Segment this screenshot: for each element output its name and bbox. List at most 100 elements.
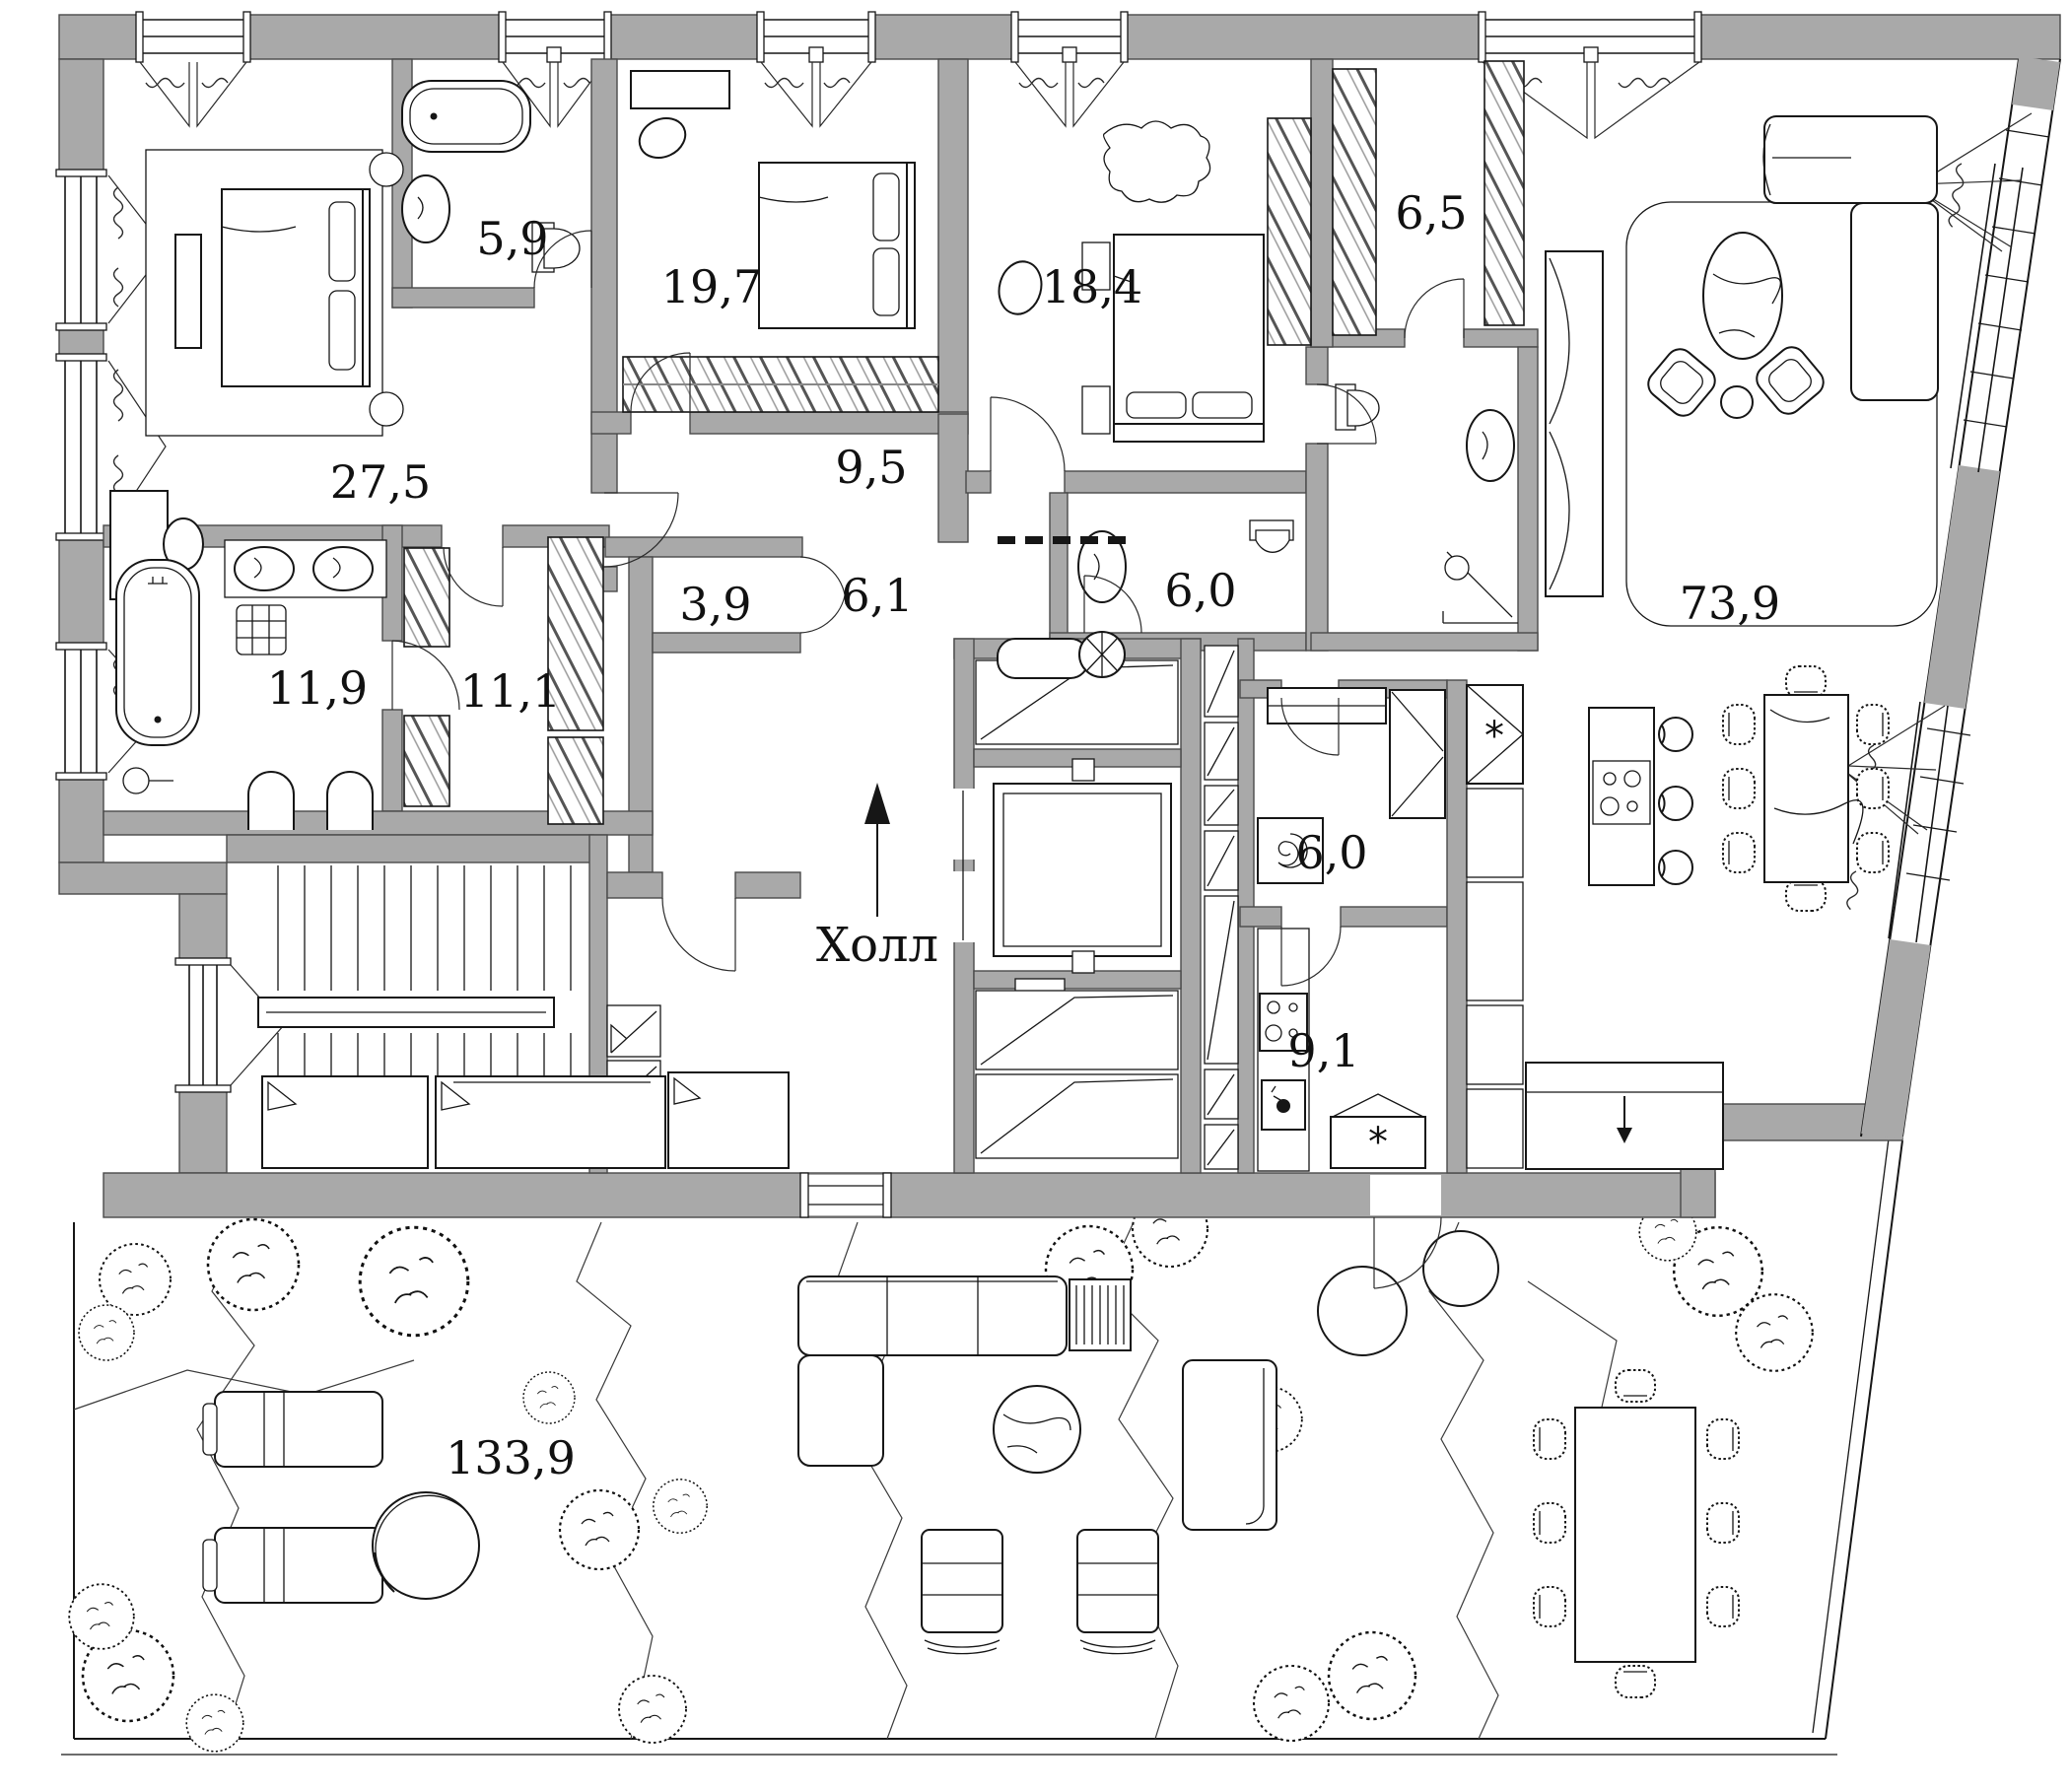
cabinet	[261, 1075, 429, 1169]
exterior-wall-bottom	[103, 1172, 1716, 1218]
toilet	[531, 222, 581, 273]
pantry-room	[1257, 687, 1446, 884]
shower-head	[122, 767, 150, 794]
fan-coil	[997, 631, 1126, 679]
double-bed	[221, 188, 371, 387]
wardrobe	[1267, 117, 1312, 346]
sun-lounger	[202, 1527, 383, 1604]
window	[756, 11, 876, 128]
round-lounge-chair	[372, 1491, 480, 1600]
room-area-label: 73,9	[1680, 577, 1780, 630]
terrace-door-threshold	[799, 1172, 892, 1218]
sink	[312, 546, 374, 591]
room-area-label: 9,5	[835, 441, 907, 494]
bathroom-top-fixtures	[401, 80, 581, 273]
room-area-label: 6,0	[1164, 564, 1236, 617]
coffee-table	[1702, 232, 1783, 360]
shelf-grid	[236, 604, 287, 655]
room-area-label: 11,9	[267, 661, 368, 715]
terrace-door	[1370, 1175, 1442, 1289]
toilet	[1249, 519, 1294, 553]
bedroom-2	[622, 70, 939, 413]
guest-bathroom	[1335, 250, 1604, 624]
bedroom-master	[109, 149, 404, 600]
dining-table	[1722, 665, 1890, 912]
room-area-label: 6,5	[1395, 186, 1467, 240]
bench	[174, 234, 202, 349]
duct-cells	[1204, 645, 1239, 1170]
hall-cabinet	[1525, 1062, 1724, 1170]
desk-chair	[638, 117, 687, 159]
bathroom-master-fixtures	[115, 539, 387, 830]
corner-sofa	[1762, 115, 1939, 401]
hall-label: Холл	[816, 918, 938, 973]
outdoor-dining-set	[1533, 1369, 1740, 1698]
sun-lounger	[202, 1391, 383, 1468]
sink	[1077, 530, 1127, 603]
wardrobe	[622, 356, 939, 413]
outdoor-armchair	[921, 1529, 1003, 1655]
bathtub	[115, 559, 200, 746]
wardrobe-top-room	[1332, 60, 1525, 336]
exterior-wall-right-slanted	[1860, 56, 2061, 1140]
windows-left	[55, 169, 285, 1093]
fluffy-rug	[1102, 120, 1211, 203]
terrace	[61, 1137, 1903, 1756]
room-area-label: 18,4	[1042, 260, 1142, 313]
terrace-paving-joints	[73, 1221, 1618, 1740]
room-area-label: 5,9	[476, 212, 548, 265]
bedroom-3	[998, 117, 1312, 443]
washing-machine	[1257, 817, 1324, 884]
entry-cabinet	[667, 1071, 790, 1169]
armchair	[1756, 346, 1825, 415]
room-area-label: 27,5	[330, 455, 431, 509]
room-area-label: 6,0	[1295, 826, 1367, 879]
window	[498, 11, 612, 128]
double-bed	[758, 162, 916, 329]
bathroom-2-fixtures	[1077, 519, 1294, 603]
cabana-seat	[1182, 1359, 1277, 1531]
planter	[1422, 1230, 1499, 1307]
tall-cabinet	[1389, 689, 1446, 819]
terrace-railing	[61, 1137, 1903, 1756]
planter	[1317, 1266, 1408, 1356]
marble-ottoman	[993, 1385, 1081, 1474]
toilet	[326, 771, 374, 830]
wardrobe-master-room	[403, 536, 604, 825]
room-area-label: 9,1	[1287, 1024, 1359, 1077]
curtain-squiggles	[145, 77, 1671, 89]
living-room-furniture	[1588, 115, 1939, 912]
nightstand	[369, 391, 404, 427]
desk	[630, 70, 730, 109]
sink	[1466, 409, 1515, 482]
window	[55, 169, 167, 331]
window	[135, 11, 251, 128]
curved-closet	[1545, 250, 1604, 597]
window	[55, 642, 165, 781]
nightstand	[1081, 385, 1111, 435]
appliance-mark: *	[1484, 714, 1504, 759]
nightstand	[1081, 241, 1111, 291]
sink	[401, 174, 450, 243]
kitchen-island	[1588, 707, 1693, 886]
armchair	[1647, 348, 1716, 417]
hob	[1259, 993, 1308, 1052]
exterior-wall-step	[58, 862, 228, 895]
kitchen-sink	[1261, 1079, 1306, 1131]
entrance-arrow	[864, 783, 890, 917]
door-swings	[391, 230, 1465, 987]
kitchen-room: *	[1257, 928, 1426, 1172]
kitchen-cabinet-column: *	[1466, 684, 1524, 1169]
nightstand	[369, 152, 404, 187]
outdoor-sofa	[797, 1275, 1068, 1467]
hall-extras	[864, 536, 1126, 917]
sink	[234, 546, 295, 591]
appliance-mark: *	[1368, 1120, 1388, 1165]
toilet	[247, 771, 295, 830]
room-area-label: 133,9	[446, 1431, 576, 1484]
room-area-label: 19,7	[661, 260, 762, 313]
shower	[1442, 551, 1518, 624]
closet-doors	[799, 556, 847, 634]
room-area-labels: 5,9 19,7 18,4 6,5 27,5 9,5 3,9 6,1 6,0 7…	[267, 186, 1780, 1484]
window	[1010, 11, 1129, 128]
